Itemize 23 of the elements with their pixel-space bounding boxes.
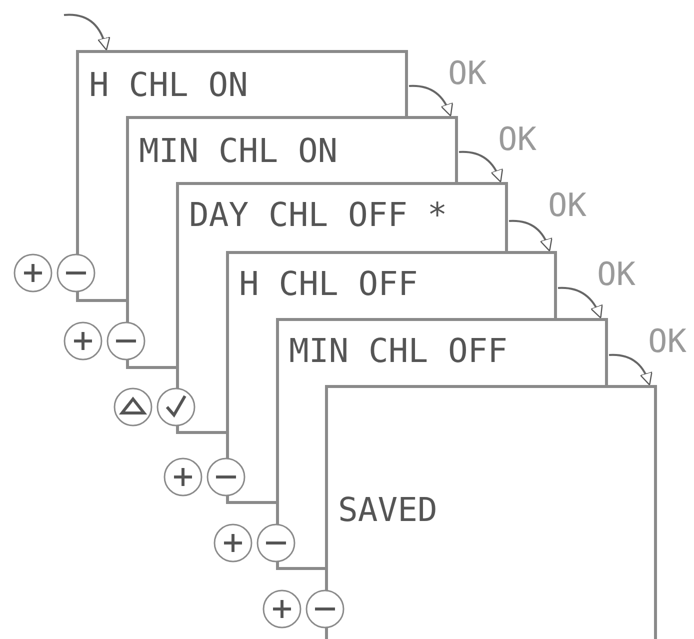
edge-label: OK [498, 122, 537, 156]
lcd-screen [176, 182, 508, 253]
curved-arrow [608, 354, 652, 386]
lcd-screen [325, 385, 657, 639]
display-text: H CHL ON [89, 65, 248, 105]
curved-arrow [558, 286, 602, 318]
edge-label: OK [648, 324, 687, 358]
display-text: MIN CHL OFF [289, 331, 508, 371]
display-text: SAVED [338, 490, 438, 530]
curved-arrow [64, 14, 110, 51]
curved-arrow [408, 84, 453, 116]
display-text: MIN CHL ON [139, 131, 338, 171]
lcd-screen [276, 318, 608, 387]
edge-label: OK [548, 188, 587, 222]
curved-arrow [508, 220, 552, 252]
lcd-screen [226, 251, 557, 320]
lcd-screen [126, 116, 458, 184]
edge-label: OK [597, 257, 636, 291]
display-text: DAY CHL OFF * [189, 195, 448, 235]
lcd-screen [76, 50, 408, 118]
edge-label: OK [448, 56, 487, 90]
display-text: H CHL OFF [239, 264, 418, 304]
curved-arrow [458, 150, 503, 182]
